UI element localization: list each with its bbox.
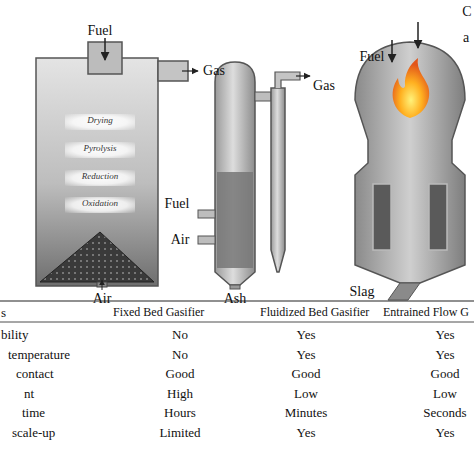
zone-label: Pyrolysis <box>71 144 129 154</box>
stream-label: C <box>462 5 471 19</box>
stream-label: Slag <box>350 285 375 299</box>
table-cell: Yes <box>297 425 316 438</box>
stream-label: Air <box>93 292 112 306</box>
table-cell: Entrained Flow G <box>383 306 469 318</box>
stream-label: Fuel <box>88 24 113 38</box>
table-cell: Minutes <box>285 406 328 419</box>
fluidized-bed-gasifier <box>198 62 310 289</box>
zone-label: Oxidation <box>71 199 129 209</box>
stream-label: Air <box>171 233 190 247</box>
table-cell: Yes <box>297 328 316 341</box>
stream-label: a <box>463 31 469 45</box>
table-cell: No <box>172 328 188 341</box>
table-cell: temperature <box>8 347 70 360</box>
table-cell: Yes <box>297 347 316 360</box>
table-cell: time <box>22 406 45 419</box>
table-cell: Yes <box>436 347 455 360</box>
table-cell: Good <box>292 367 321 380</box>
table-cell: Yes <box>436 425 455 438</box>
table-cell: bility <box>1 328 28 341</box>
table-cell: Low <box>433 386 457 399</box>
table-cell: Good <box>431 367 460 380</box>
table-cell: Fluidized Bed Gasifier <box>260 306 369 318</box>
table-cell: scale-up <box>12 425 55 438</box>
zone-label: Drying <box>71 116 129 126</box>
table-cell: contact <box>16 367 54 380</box>
table-cell: nt <box>24 386 34 399</box>
entrained-flow-gasifier <box>355 22 465 300</box>
zone-label: Reduction <box>71 172 129 182</box>
zone-band: Oxidation <box>65 197 135 213</box>
table-cell: Yes <box>436 328 455 341</box>
stream-label: Gas <box>203 64 225 78</box>
table-cell: No <box>172 347 188 360</box>
stream-label: Fuel <box>360 50 385 64</box>
table-cell: Seconds <box>423 406 466 419</box>
table-cell: Hours <box>164 406 196 419</box>
zone-band: Drying <box>65 114 135 130</box>
table-cell: Limited <box>159 425 200 438</box>
table-cell: High <box>167 386 193 399</box>
fixed-bed-gasifier <box>36 38 198 290</box>
stream-label: Ash <box>224 292 247 306</box>
table-cell: s <box>1 306 6 319</box>
table-cell: Low <box>294 386 318 399</box>
table-cell: Good <box>166 367 195 380</box>
table-cell: Fixed Bed Gasifier <box>113 306 204 318</box>
zone-band: Reduction <box>65 170 135 186</box>
stream-label: Fuel <box>165 197 190 211</box>
stream-label: Gas <box>313 79 335 93</box>
zone-band: Pyrolysis <box>65 142 135 158</box>
